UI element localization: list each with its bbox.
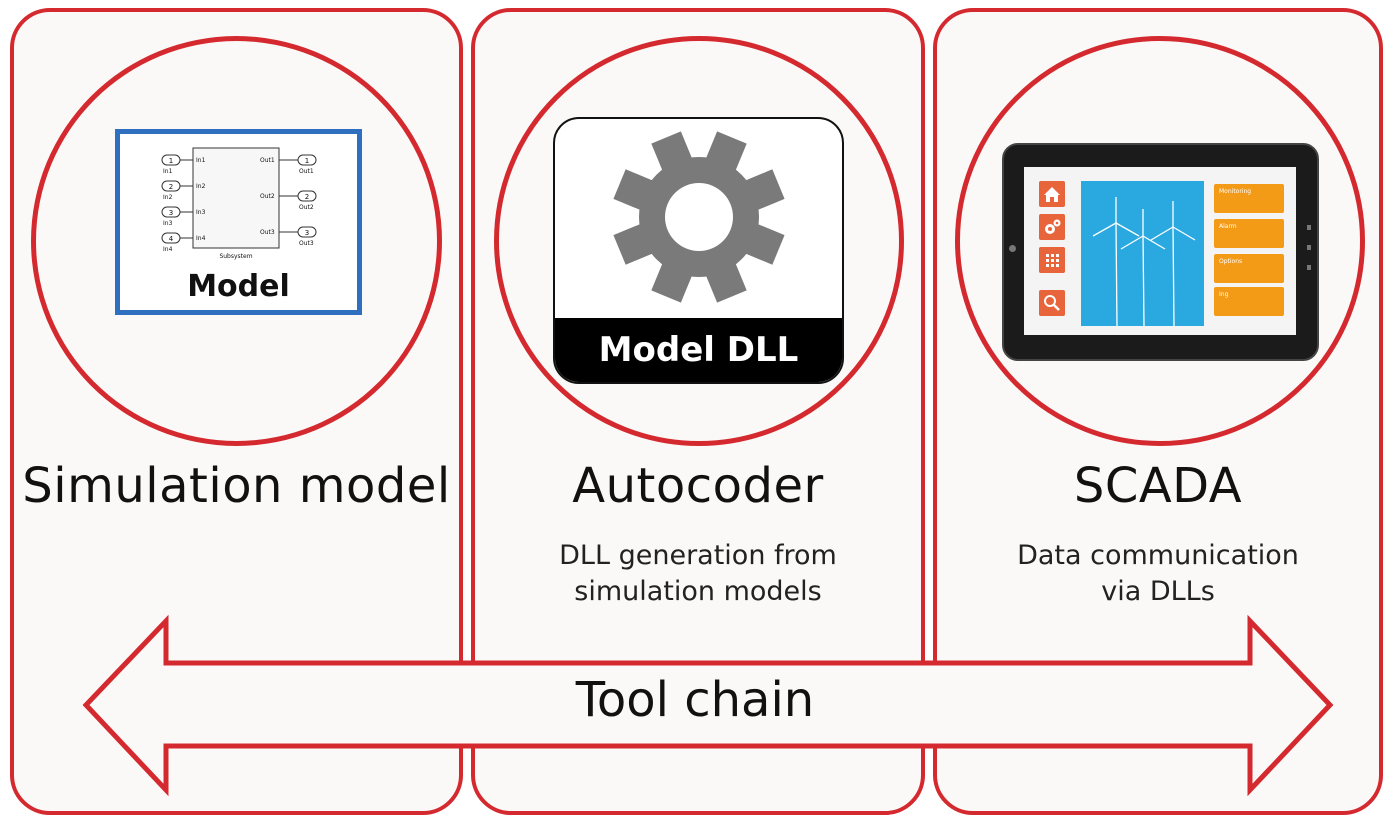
tablet-menu-monitoring: Monitoring [1214, 184, 1284, 213]
model-dll-icon: Model DLL [553, 117, 844, 384]
tablet-side-button [1307, 225, 1311, 230]
outport-number: 3 [305, 229, 309, 237]
subsystem-inport-label: In1 [196, 157, 206, 164]
subsystem-inport-label: In3 [196, 209, 206, 216]
inport-label: In3 [163, 220, 173, 227]
subsystem-inport-label: In4 [196, 235, 206, 242]
outport-block [297, 226, 317, 238]
circle-simulation-model [31, 36, 442, 446]
title-simulation-model: Simulation model [22, 458, 451, 514]
outport-label: Out3 [299, 240, 314, 247]
scada-tablet-image: Monitoring Alarm Options Ing [1002, 143, 1319, 361]
home-icon [1039, 181, 1065, 207]
tablet-menu-options: Options [1214, 254, 1284, 283]
inport-number: 3 [169, 209, 173, 217]
inport-number: 4 [169, 235, 174, 243]
subsystem-name: Subsystem [219, 253, 252, 260]
outport-label: Out1 [299, 168, 314, 175]
tool-chain-label: Tool chain [575, 672, 815, 728]
subsystem-outport-label: Out1 [260, 157, 275, 164]
tablet-menu-alarm: Alarm [1214, 219, 1284, 248]
tablet-side-button [1307, 265, 1311, 270]
circle-scada [955, 36, 1365, 446]
autocoder-description-line1: DLL generation from [559, 540, 837, 571]
model-dll-label: Model DLL [555, 318, 842, 382]
scada-description-line1: Data communication [1017, 540, 1299, 571]
title-scada: SCADA [1073, 458, 1243, 514]
wind-turbines-image [1081, 181, 1204, 327]
tablet-menu-ing: Ing [1214, 287, 1284, 316]
gears-icon [1039, 214, 1065, 240]
search-icon [1039, 290, 1065, 316]
title-autocoder: Autocoder [572, 458, 824, 514]
outport-label: Out2 [299, 204, 314, 211]
outport-block [297, 190, 317, 202]
autocoder-description-line2: simulation models [574, 576, 822, 607]
outport-number: 1 [305, 157, 309, 165]
circle-autocoder [494, 36, 904, 446]
scada-description-line2: via DLLs [1101, 576, 1215, 607]
inport-number: 1 [169, 157, 173, 165]
gear-icon [613, 131, 785, 303]
model-label: Model [187, 269, 290, 304]
subsystem-inport-label: In2 [196, 183, 206, 190]
camera-dot [1009, 245, 1016, 252]
outport-block [297, 154, 317, 166]
subsystem-outport-label: Out2 [260, 193, 275, 200]
grid-icon [1039, 247, 1065, 273]
inport-label: In2 [163, 194, 173, 201]
tablet-screen: Monitoring Alarm Options Ing [1024, 167, 1296, 335]
outport-number: 2 [305, 193, 309, 201]
inport-label: In1 [163, 168, 173, 175]
subsystem-outport-label: Out3 [260, 229, 275, 236]
inport-label: In4 [163, 246, 173, 253]
inport-number: 2 [169, 183, 173, 191]
tablet-side-button [1307, 245, 1311, 250]
